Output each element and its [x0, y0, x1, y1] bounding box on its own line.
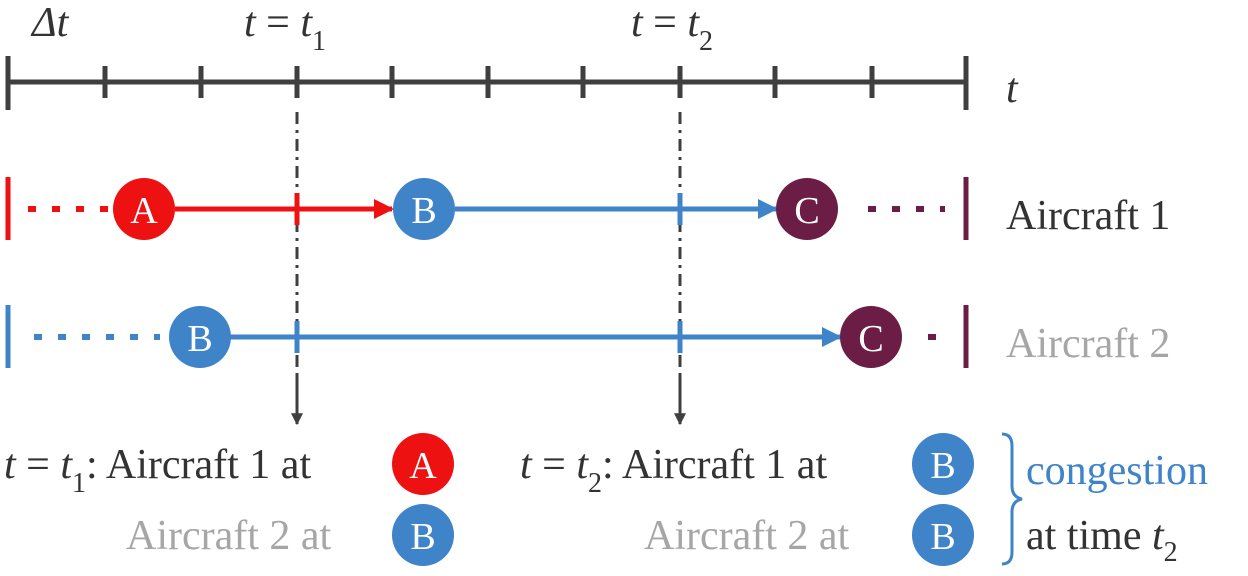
aircraft-2-node-c: C: [840, 306, 902, 368]
summary-t2-node-b1: B: [912, 433, 974, 495]
t2-marker-label: t = t2: [631, 0, 713, 57]
axis-t-label: t: [1006, 66, 1019, 112]
aircraft-1-label: Aircraft 1: [1006, 193, 1170, 239]
summary-t1: t = t1: Aircraft 1 at A Aircraft 2 at B: [4, 433, 454, 566]
summary-t2-line2: Aircraft 2 at: [644, 513, 850, 559]
time-guides: [291, 112, 686, 426]
aircraft-1-node-c: C: [776, 178, 838, 240]
summary-t2: t = t2: Aircraft 1 at B Aircraft 2 at B: [520, 433, 974, 566]
svg-text:B: B: [930, 516, 955, 558]
at-time-t2-label: at time t2: [1026, 513, 1178, 568]
aircraft-1-timeline: A B C Aircraft 1: [5, 177, 1170, 240]
svg-text:B: B: [410, 516, 435, 558]
aircraft-1-node-a: A: [113, 178, 175, 240]
time-axis: Δt t t = t1 t = t2: [5, 0, 1019, 112]
svg-text:C: C: [858, 318, 883, 360]
congestion-label: congestion: [1026, 448, 1208, 494]
summary-t1-line1: t = t1: Aircraft 1 at: [4, 442, 311, 499]
svg-text:A: A: [130, 190, 158, 232]
summary-t1-node-a: A: [392, 433, 454, 495]
svg-text:A: A: [409, 445, 437, 487]
aircraft-2-label: Aircraft 2: [1006, 321, 1170, 367]
delta-t-label: Δt: [30, 0, 70, 46]
svg-text:B: B: [187, 318, 212, 360]
t1-marker-label: t = t1: [244, 0, 326, 57]
aircraft-2-timeline: B C Aircraft 2: [5, 305, 1170, 368]
summary-t1-line2: Aircraft 2 at: [126, 513, 332, 559]
svg-text:B: B: [411, 190, 436, 232]
svg-text:B: B: [930, 445, 955, 487]
conclusion: congestion at time t2: [1001, 432, 1208, 568]
summary-t2-line1: t = t2: Aircraft 1 at: [520, 442, 827, 499]
curly-brace: [1001, 432, 1023, 566]
svg-text:C: C: [794, 190, 819, 232]
aircraft-1-node-b: B: [393, 178, 455, 240]
summary-t1-node-b: B: [392, 504, 454, 566]
aircraft-2-node-b: B: [169, 306, 231, 368]
summary-t2-node-b2: B: [912, 504, 974, 566]
